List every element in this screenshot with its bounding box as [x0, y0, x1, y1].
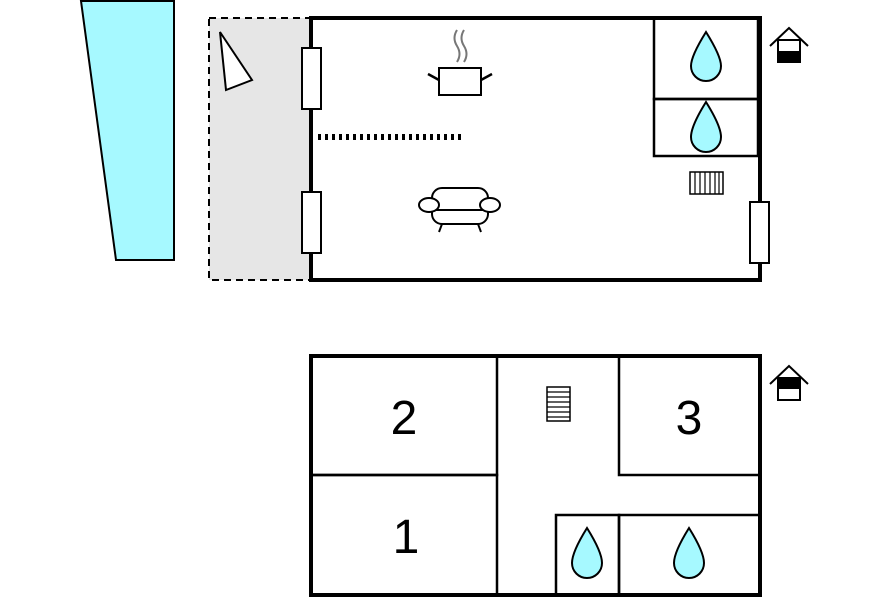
- room-1-label: 1: [393, 511, 420, 564]
- ground-floor: [79, 0, 809, 282]
- bathroom-large: [617, 513, 762, 597]
- window-icon: [301, 47, 322, 110]
- room-3: [617, 354, 762, 477]
- toilet-icon: [672, 526, 706, 579]
- room-1: [309, 473, 499, 597]
- radiator-icon: [689, 171, 724, 195]
- shower-icon: [570, 526, 604, 579]
- bathroom-lower: [652, 97, 760, 158]
- upper-floor: 2 3 1: [309, 354, 809, 597]
- floor-level-icon: [769, 26, 809, 63]
- room-2-label: 2: [391, 392, 418, 445]
- room-3-label: 3: [676, 392, 703, 445]
- window-icon: [749, 201, 770, 264]
- shower-icon: [689, 30, 723, 82]
- stairs-icon: [546, 386, 571, 422]
- toilet-icon: [689, 100, 723, 153]
- sofa-icon: [418, 187, 501, 233]
- window-icon: [301, 191, 322, 254]
- floor-level-icon: [769, 364, 809, 401]
- cooking-pot-icon: [427, 29, 493, 96]
- sunshade-icon: [219, 31, 254, 92]
- ground-floor-outline: [309, 16, 762, 282]
- pool-shape: [79, 0, 175, 261]
